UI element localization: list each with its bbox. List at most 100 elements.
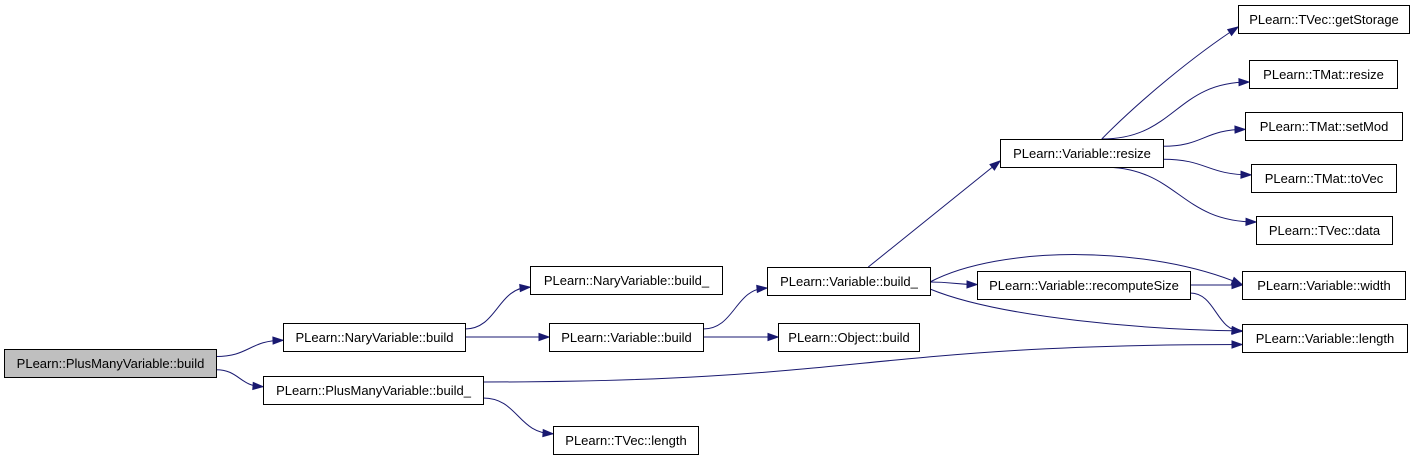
edge-line <box>482 344 1243 383</box>
arrowhead-icon <box>1238 78 1251 87</box>
node-box[interactable] <box>1000 139 1164 168</box>
node-box[interactable] <box>977 271 1191 300</box>
node-box[interactable] <box>1242 324 1408 353</box>
node-label: PLearn::TVec::data <box>1269 223 1381 238</box>
node-label: PLearn::Variable::width <box>1257 278 1390 293</box>
node-label: PLearn::PlusManyVariable::build_ <box>276 383 472 398</box>
arrowhead-icon <box>989 160 1002 171</box>
node-label: PLearn::Variable::length <box>1256 331 1395 346</box>
edge-line <box>482 397 554 435</box>
node-label: PLearn::Variable::build <box>561 330 692 345</box>
node-var-build[interactable]: PLearn::Variable::build <box>549 323 704 352</box>
edge-var_recompute-to-var_width <box>1190 280 1244 290</box>
node-box[interactable] <box>1249 60 1398 89</box>
node-box[interactable] <box>553 426 699 455</box>
arrowhead-icon <box>1240 170 1253 179</box>
node-tvec-getstorage[interactable]: PLearn::TVec::getStorage <box>1238 5 1410 34</box>
node-label: PLearn::TMat::toVec <box>1265 171 1384 186</box>
node-box <box>4 349 217 378</box>
node-box[interactable] <box>1245 112 1403 141</box>
arrowhead-icon <box>519 283 532 293</box>
node-var-length[interactable]: PLearn::Variable::length <box>1242 324 1408 353</box>
node-nary-build-[interactable]: PLearn::NaryVariable::build_ <box>530 266 723 295</box>
edge-line <box>1101 81 1250 140</box>
node-label: PLearn::TVec::getStorage <box>1249 12 1399 27</box>
edge-line <box>1101 166 1257 223</box>
node-label: PLearn::NaryVariable::build <box>295 330 453 345</box>
node-plus-build-[interactable]: PLearn::PlusManyVariable::build_ <box>263 376 484 405</box>
node-box[interactable] <box>778 323 920 352</box>
node-box[interactable] <box>549 323 704 352</box>
node-label: PLearn::Variable::resize <box>1013 146 1151 161</box>
edge-var_resize-to-tvec_getstorage <box>1101 26 1240 140</box>
edge-line <box>1162 128 1246 147</box>
node-label: PLearn::PlusManyVariable::build <box>17 356 205 371</box>
node-tvec-length[interactable]: PLearn::TVec::length <box>553 426 699 455</box>
node-box[interactable] <box>283 323 466 352</box>
edge-var_resize-to-tmat_setmod <box>1162 125 1247 147</box>
arrowhead-icon <box>1231 340 1244 349</box>
arrowhead-icon <box>1226 26 1240 37</box>
node-label: PLearn::Variable::recomputeSize <box>989 278 1179 293</box>
edge-line <box>929 288 1243 332</box>
arrowhead-icon <box>966 280 979 289</box>
edge-var_recompute-to-var_length <box>1189 292 1244 335</box>
edge-line <box>929 254 1243 285</box>
node-tvec-data[interactable]: PLearn::TVec::data <box>1256 216 1393 245</box>
node-tmat-resize[interactable]: PLearn::TMat::resize <box>1249 60 1398 89</box>
edge-var_build-to-obj_build <box>702 332 780 342</box>
edge-root-to-nary_build <box>215 336 285 357</box>
node-label: PLearn::TMat::resize <box>1263 67 1384 82</box>
node-var-build-[interactable]: PLearn::Variable::build_ <box>767 267 931 296</box>
edge-line <box>1189 292 1243 332</box>
node-label: PLearn::TMat::setMod <box>1260 119 1389 134</box>
edge-line <box>1101 26 1239 140</box>
edge-nary_build-to-var_build <box>464 332 551 342</box>
node-box[interactable] <box>1238 5 1410 34</box>
edge-var_resize-to-tvec_data <box>1101 166 1258 227</box>
arrowhead-icon <box>542 428 555 438</box>
node-label: PLearn::Object::build <box>788 330 909 345</box>
edge-var_build_-to-var_recompute <box>929 280 979 289</box>
arrowhead-icon <box>756 284 769 294</box>
node-tmat-setmod[interactable]: PLearn::TMat::setMod <box>1245 112 1403 141</box>
node-nary-build[interactable]: PLearn::NaryVariable::build <box>283 323 466 352</box>
node-box[interactable] <box>1251 164 1397 193</box>
edges-layer <box>215 26 1258 438</box>
node-label: PLearn::Variable::build_ <box>780 274 919 289</box>
node-box[interactable] <box>1242 271 1406 300</box>
edge-var_resize-to-tmat_resize <box>1101 78 1251 140</box>
edge-plus_build_-to-var_length <box>482 340 1244 383</box>
edge-nary_build-to-nary_build_ <box>464 283 532 330</box>
arrowhead-icon <box>1245 217 1258 227</box>
node-label: PLearn::TVec::length <box>565 433 686 448</box>
node-obj-build[interactable]: PLearn::Object::build <box>778 323 920 352</box>
arrowhead-icon <box>252 381 265 391</box>
arrowhead-icon <box>1231 280 1244 290</box>
arrowhead-icon <box>1234 125 1247 134</box>
edge-line <box>1162 158 1252 176</box>
node-box[interactable] <box>530 266 723 295</box>
arrowhead-icon <box>1231 325 1244 335</box>
nodes-layer: PLearn::PlusManyVariable::build PLearn::N… <box>4 5 1410 455</box>
arrowhead-icon <box>767 332 780 342</box>
node-tmat-tovec[interactable]: PLearn::TMat::toVec <box>1251 164 1397 193</box>
node-var-recompute[interactable]: PLearn::Variable::recomputeSize <box>977 271 1191 300</box>
edge-var_resize-to-tmat_tovec <box>1162 158 1253 179</box>
edge-root-to-plus_build_ <box>215 369 265 391</box>
node-box[interactable] <box>263 376 484 405</box>
node-box[interactable] <box>767 267 931 296</box>
node-var-resize[interactable]: PLearn::Variable::resize <box>1000 139 1164 168</box>
edge-line <box>867 160 1001 268</box>
edge-plus_build_-to-tvec_length <box>482 397 555 438</box>
node-var-width[interactable]: PLearn::Variable::width <box>1242 271 1406 300</box>
edge-var_build_-to-var_resize <box>867 160 1002 268</box>
edge-line <box>464 286 531 330</box>
arrowhead-icon <box>272 336 285 345</box>
node-box[interactable] <box>1256 216 1393 245</box>
arrowhead-icon <box>538 332 551 342</box>
node-label: PLearn::NaryVariable::build_ <box>544 273 710 288</box>
node-root: PLearn::PlusManyVariable::build <box>4 349 217 378</box>
edge-var_build-to-var_build_ <box>702 284 769 330</box>
